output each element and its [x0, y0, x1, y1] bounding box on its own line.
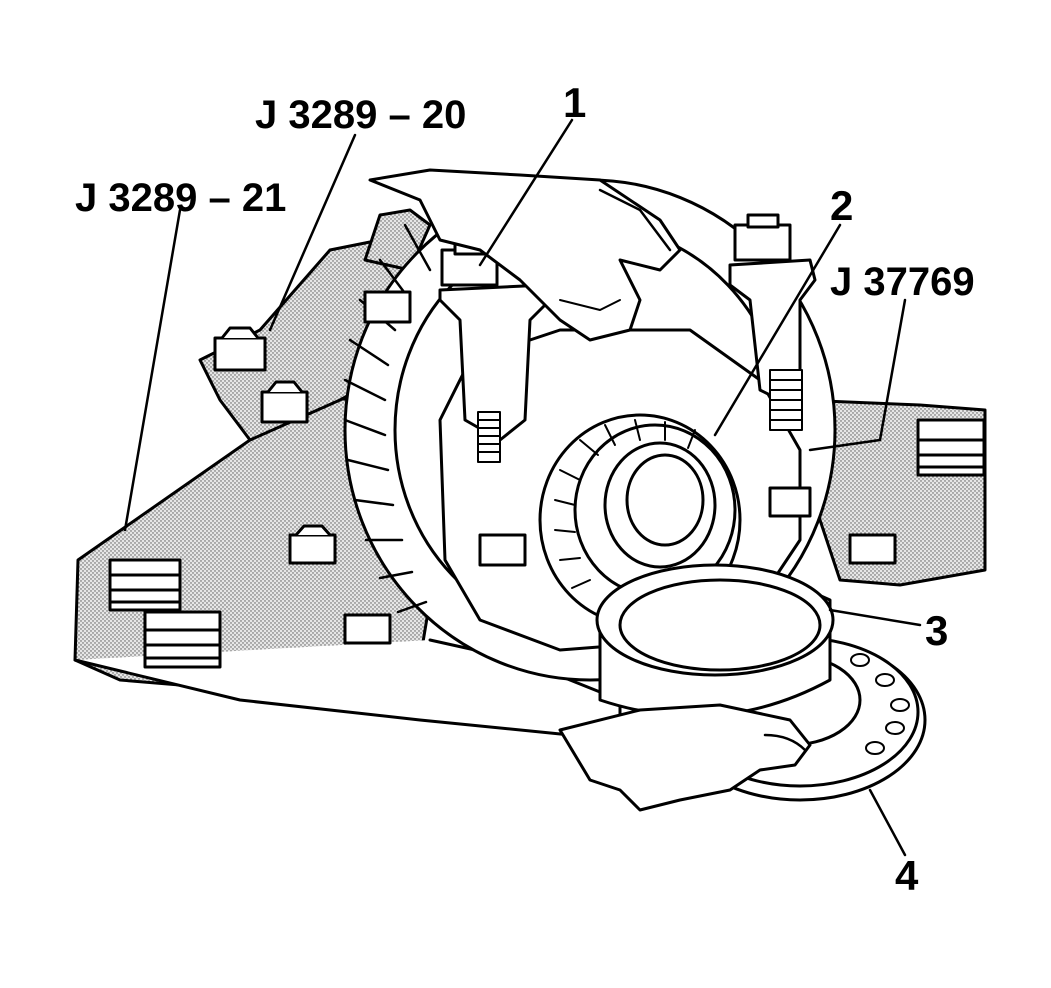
leader-item-1 — [478, 118, 574, 267]
right-cap-bolt — [733, 223, 792, 262]
leader-item-4 — [868, 788, 907, 857]
leader-j37769 — [808, 298, 907, 452]
right-threaded-stud — [769, 369, 803, 431]
leader-item-3 — [828, 608, 922, 627]
label-item-4: 4 — [895, 852, 919, 899]
upper-hand — [368, 168, 682, 342]
label-j3289-20: J 3289 – 20 — [255, 93, 467, 137]
bearing-rollers — [554, 419, 696, 589]
leader-item-2 — [713, 223, 842, 437]
housing-bolts — [213, 290, 897, 645]
leader-lines — [123, 118, 922, 857]
left-threaded-stud — [477, 411, 501, 463]
label-item-2: 2 — [830, 182, 854, 229]
label-item-3: 3 — [925, 607, 949, 654]
lower-hand — [558, 703, 812, 812]
leader-j3289-20 — [268, 133, 357, 332]
housing-plugs — [108, 418, 986, 669]
leader-j3289-21 — [123, 208, 182, 532]
label-item-1: 1 — [563, 79, 587, 126]
label-j3289-21: J 3289 – 21 — [75, 176, 287, 220]
label-j37769: J 37769 — [830, 260, 975, 304]
